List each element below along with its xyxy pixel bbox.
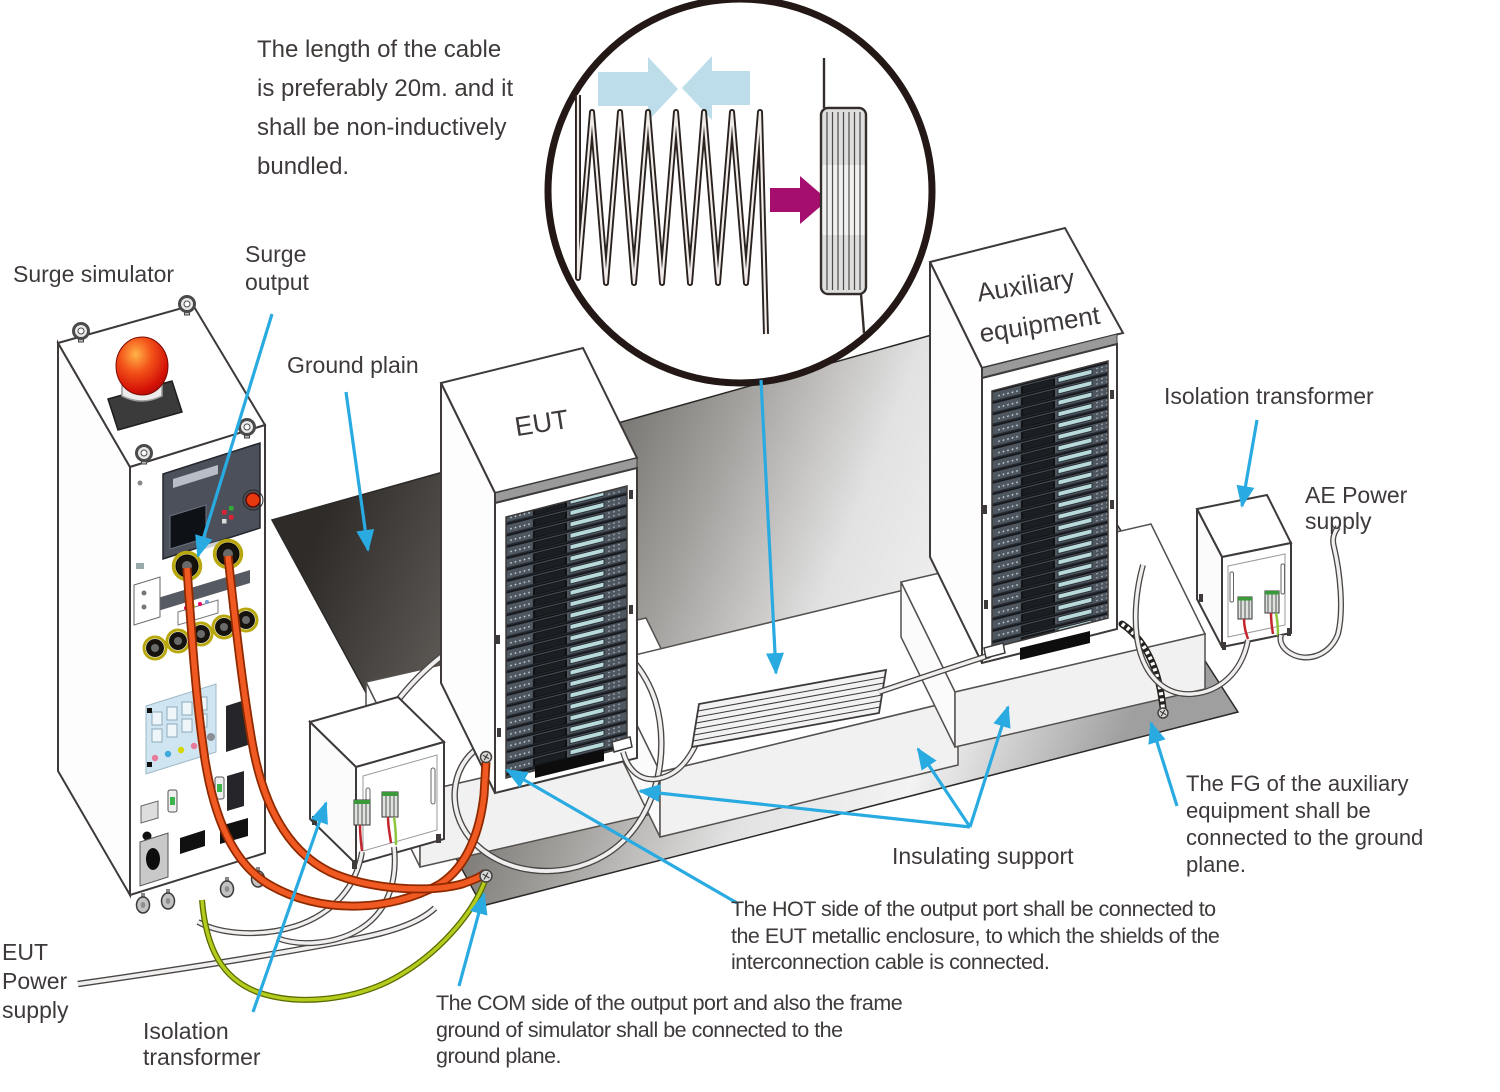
leader-surge-output xyxy=(195,313,274,558)
compress-arrow-right-icon xyxy=(682,56,750,120)
surge-output-label: Surge output xyxy=(245,241,309,295)
eut-rack xyxy=(439,346,639,795)
leader-insulating-support-2 xyxy=(916,747,972,828)
leader-insulating-support-3 xyxy=(968,705,1011,828)
leader-isolation-transformer-right xyxy=(1236,419,1259,508)
leader-fg xyxy=(1148,721,1179,807)
simulator-control-panel xyxy=(136,441,264,569)
eut-power-supply-label: EUT Power supply xyxy=(2,939,69,1023)
loose-coil-icon xyxy=(575,95,769,335)
leader-inset-to-bundle xyxy=(759,379,784,675)
ae-power-cable xyxy=(1277,525,1344,661)
insulating-support-label: Insulating support xyxy=(892,843,1074,869)
interconnection-cable xyxy=(611,642,1006,783)
ground-plain-label: Ground plain xyxy=(287,352,419,378)
cable-length-note: The length of the cable is preferably 20… xyxy=(257,36,514,180)
leader-lines xyxy=(195,313,1259,1013)
isolation-transformer-left xyxy=(196,695,446,947)
com-side-note: The COM side of the output port and also… xyxy=(436,991,903,1068)
ground-screw-fg xyxy=(1157,707,1169,719)
ground-screw-hot xyxy=(479,750,493,764)
ground-screw-com xyxy=(479,869,493,883)
surge-cable-hot xyxy=(182,567,491,911)
terminal-block xyxy=(353,791,399,826)
leader-com xyxy=(457,892,488,987)
eut-power-supply-cable xyxy=(77,905,438,988)
ae-power-supply-label: AE Power supply xyxy=(1305,482,1408,534)
fg-braided-cable xyxy=(1118,620,1167,712)
auxiliary-equipment-rack xyxy=(928,226,1125,665)
fg-note: The FG of the auxiliary equipment shall … xyxy=(1186,771,1424,877)
warning-beacon-icon xyxy=(107,336,183,431)
leader-hot xyxy=(505,768,738,905)
leader-isolation-transformer-left xyxy=(251,801,328,1013)
emergency-stop-button xyxy=(245,492,261,508)
eye-bolt-icon xyxy=(72,295,256,465)
hot-side-note: The HOT side of the output port shall be… xyxy=(731,897,1220,974)
isolation-transformer-left-label: Isolation transformer xyxy=(143,1018,261,1070)
compress-arrow-left-icon xyxy=(598,57,678,121)
leader-ground-plain xyxy=(344,391,375,552)
isolation-transformer-right-label: Isolation transformer xyxy=(1164,383,1374,409)
terminal-block xyxy=(1237,590,1280,620)
leader-insulating-support-1 xyxy=(638,784,971,829)
simulator-lower-panel xyxy=(139,776,248,887)
surge-simulator-label: Surge simulator xyxy=(13,261,175,287)
ground-wire xyxy=(199,876,489,1003)
bundled-cable xyxy=(690,668,888,749)
isolation-transformer-right xyxy=(1132,493,1293,698)
tight-bundle-icon xyxy=(819,58,868,334)
cable-bundling-inset xyxy=(544,0,936,387)
bundle-arrow-icon xyxy=(770,176,828,224)
